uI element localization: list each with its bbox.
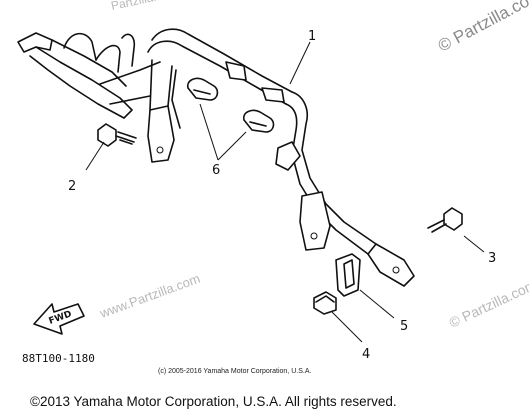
bracket-frame-part [17, 28, 415, 287]
footer-copyright: ©2013 Yamaha Motor Corporation, U.S.A. A… [30, 394, 397, 409]
watermark-top-center: Partzilla.com [110, 0, 180, 13]
watermark-right-mid: © Partzilla.com [447, 276, 529, 330]
leader-lines [85, 41, 485, 343]
grommet-part-4 [313, 291, 337, 315]
watermark-top-right: © Partzilla.com [435, 0, 529, 56]
callout-2: 2 [68, 179, 76, 194]
clamp-part [186, 77, 275, 133]
callout-6: 6 [212, 163, 220, 178]
callout-4: 4 [362, 347, 370, 362]
diagram-copyright: (c) 2005-2016 Yamaha Motor Corporation, … [158, 368, 311, 375]
callout-5: 5 [400, 319, 408, 334]
fwd-arrow-icon: FWD [33, 303, 85, 335]
bolt-part-2 [97, 123, 137, 147]
callout-1: 1 [308, 29, 316, 44]
watermark-diagonal: www.Partzilla.com [97, 271, 202, 322]
callout-3: 3 [488, 251, 496, 266]
bolt-part-3 [427, 207, 463, 233]
holder-part-5 [335, 253, 361, 297]
diagram-part-number: 88T100-1180 [22, 352, 95, 365]
